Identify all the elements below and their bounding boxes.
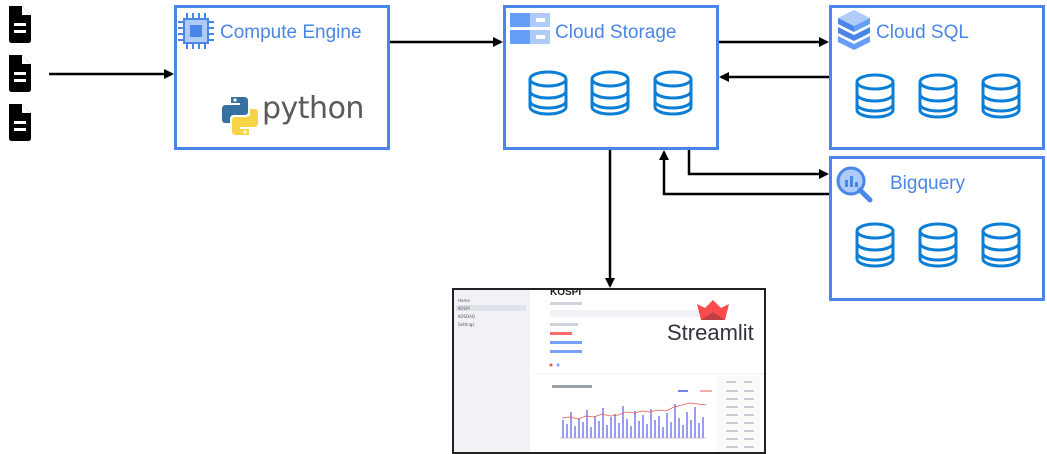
database-icon (528, 70, 568, 116)
sidebar-item: KOSDAQ (458, 314, 475, 319)
compute-engine-title: Compute Engine (220, 22, 362, 43)
cloud-sql-icon (838, 10, 870, 50)
document-icon (9, 104, 31, 141)
database-icon (590, 70, 630, 116)
arrow-bigquery-to-storage (659, 150, 829, 196)
streamlit-logo-icon (697, 300, 729, 320)
database-icon (981, 222, 1021, 268)
sidebar-item: Home (458, 298, 470, 303)
streamlit-dashboard-thumbnail: Home KOSPI KOSDAQ Settings KOSPI (452, 288, 766, 454)
database-icon (918, 73, 958, 119)
thumbnail-sidebar: Home KOSPI KOSDAQ Settings (454, 290, 530, 452)
python-logo-icon (222, 97, 258, 135)
arrow-storage-to-bigquery (687, 150, 829, 179)
bigquery-title: Bigquery (890, 173, 965, 194)
database-icon (855, 73, 895, 119)
python-wordmark: python (262, 91, 364, 126)
database-icon (653, 70, 693, 116)
database-icon (855, 222, 895, 268)
cloud-storage-node (503, 5, 719, 150)
sidebar-item: KOSPI (458, 306, 470, 311)
streamlit-wordmark: Streamlit (667, 320, 754, 345)
thumbnail-line (561, 402, 707, 420)
cloud-storage-title: Cloud Storage (555, 22, 677, 43)
database-icon (918, 222, 958, 268)
chip-icon (178, 13, 214, 49)
storage-icon (510, 13, 550, 44)
database-icon (981, 73, 1021, 119)
document-icon (9, 6, 31, 43)
bigquery-icon (836, 166, 873, 203)
thumbnail-bars (562, 404, 704, 438)
thumbnail-page-title: KOSPI (550, 288, 582, 298)
document-icon (9, 55, 31, 92)
cloud-sql-title: Cloud SQL (876, 22, 969, 43)
sidebar-item: Settings (458, 322, 475, 327)
thumbnail-content (534, 300, 764, 452)
